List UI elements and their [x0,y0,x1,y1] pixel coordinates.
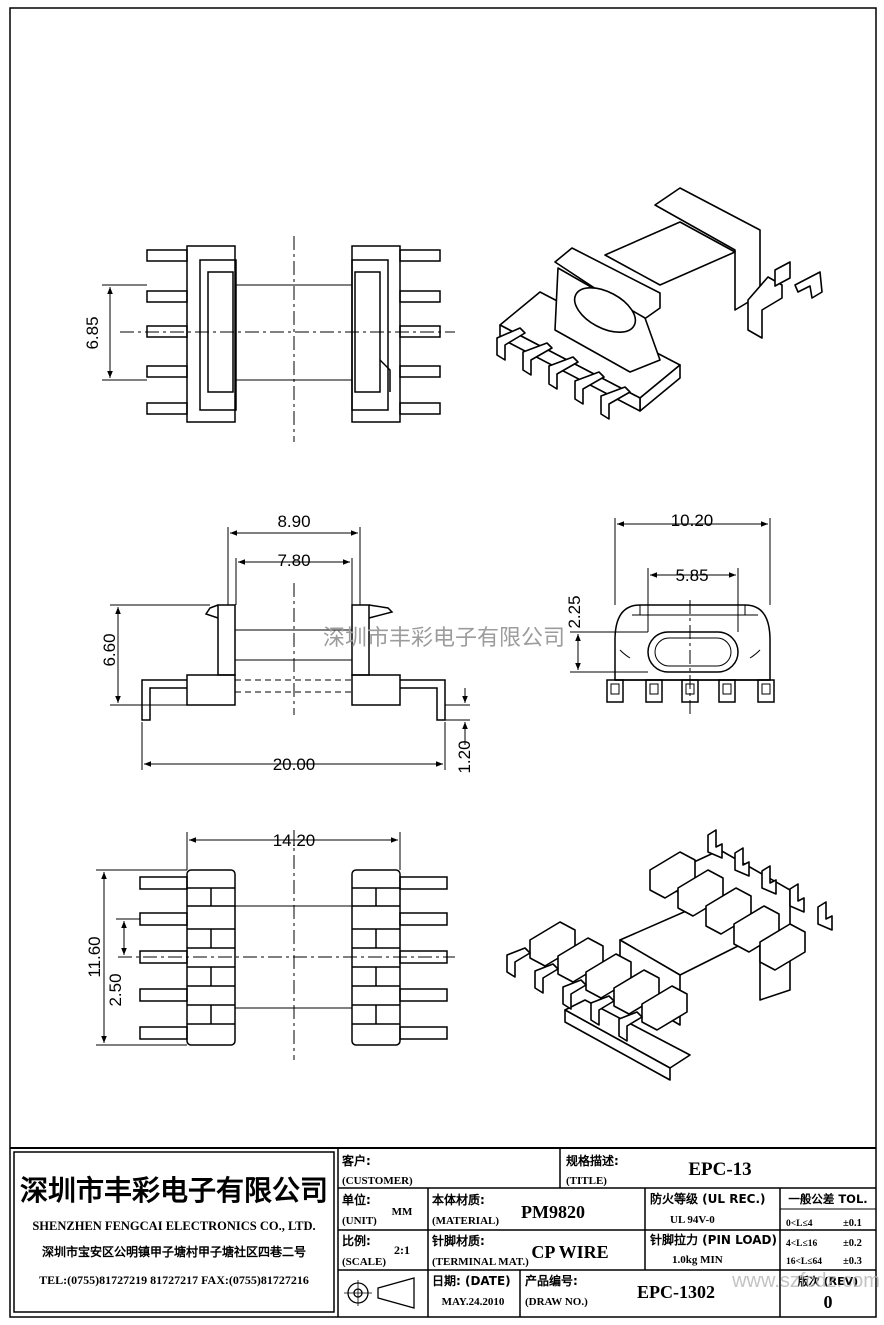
scale-value: 2:1 [394,1243,410,1257]
tolerance-range-2: 4<L≤16 [786,1239,817,1249]
ul-label: 防火等级 (UL REC.) [650,1191,766,1206]
pin-load-value: 1.0kg MIN [672,1254,723,1266]
tolerance-label: 一般公差 TOL. [788,1192,867,1206]
tolerance-value-3: ±0.3 [843,1256,862,1267]
unit-label: 单位: [342,1192,371,1207]
side-dim-width: 10.20 [671,511,714,530]
rev-label: 版次 (REV) [798,1274,858,1288]
draw-no-value: EPC-1302 [637,1282,715,1302]
tolerance-range-1: 0<L≤4 [786,1219,813,1229]
top-dim-height: 6.85 [83,316,102,349]
company-contact: TEL:(0755)81727219 81727217 FAX:(0755)81… [39,1273,309,1287]
material-label-en: (MATERIAL) [432,1215,499,1227]
side-dim-slot: 5.85 [675,566,708,585]
pin-load-label: 针脚拉力 (PIN LOAD) [650,1232,777,1247]
front-dim-pin: 1.20 [455,740,474,773]
material-value: PM9820 [521,1202,585,1222]
terminal-label-en: (TERMINAL MAT.) [432,1256,529,1268]
website-watermark: www.szfcdz.com [731,1270,880,1292]
side-view [570,518,775,715]
draw-no-label-en: (DRAW NO.) [525,1296,588,1308]
company-address: 深圳市宝安区公明镇甲子塘村甲子塘社区四巷二号 [42,1244,306,1259]
company-name-cn: 深圳市丰彩电子有限公司 [20,1174,328,1207]
terminal-label: 针脚材质: [432,1233,485,1248]
watermark: 深圳市丰彩电子有限公司 [323,626,565,651]
scale-label: 比例: [342,1233,371,1248]
customer-label: 客户: [341,1153,371,1168]
bottom-dim-pitch: 2.50 [106,973,125,1006]
company-name-en: SHENZHEN FENGCAI ELECTRONICS CO., LTD. [32,1219,315,1233]
tolerance-range-3: 16<L≤64 [786,1257,822,1267]
front-dim-width: 20.00 [273,755,316,774]
front-view [110,527,470,770]
tolerance-value-2: ±0.2 [843,1238,862,1249]
date-label: 日期: (DATE) [432,1273,511,1288]
rev-value: 0 [824,1292,833,1312]
bottom-dim-height: 11.60 [85,936,104,977]
date-value: MAY.24.2010 [442,1296,505,1308]
top-view [102,236,455,442]
draw-no-label: 产品编号: [525,1273,578,1288]
title-label-en: (TITLE) [566,1175,607,1187]
tolerance-value-1: ±0.1 [843,1218,862,1229]
terminal-value: CP WIRE [531,1242,608,1262]
iso-view-bottom [506,829,833,1081]
scale-label-en: (SCALE) [342,1256,386,1268]
customer-label-en: (CUSTOMER) [342,1175,413,1187]
title-label: 规格描述: [566,1153,619,1168]
unit-value: MM [392,1206,413,1218]
title-value: EPC-13 [688,1159,751,1180]
ul-value: UL 94V-0 [670,1214,715,1226]
front-dim-outer: 8.90 [277,512,310,531]
front-dim-inner: 7.80 [277,551,310,570]
side-dim-slot-height: 2.25 [565,595,584,628]
unit-label-en: (UNIT) [342,1215,377,1227]
iso-view-top [496,187,823,420]
title-block-grid [10,1147,876,1317]
projection-symbol [344,1277,415,1309]
bottom-view [96,830,455,1060]
front-dim-height: 6.60 [100,633,119,666]
material-label: 本体材质: [432,1192,485,1207]
sheet-border [9,7,877,1318]
bottom-dim-width: 14.20 [273,831,316,850]
